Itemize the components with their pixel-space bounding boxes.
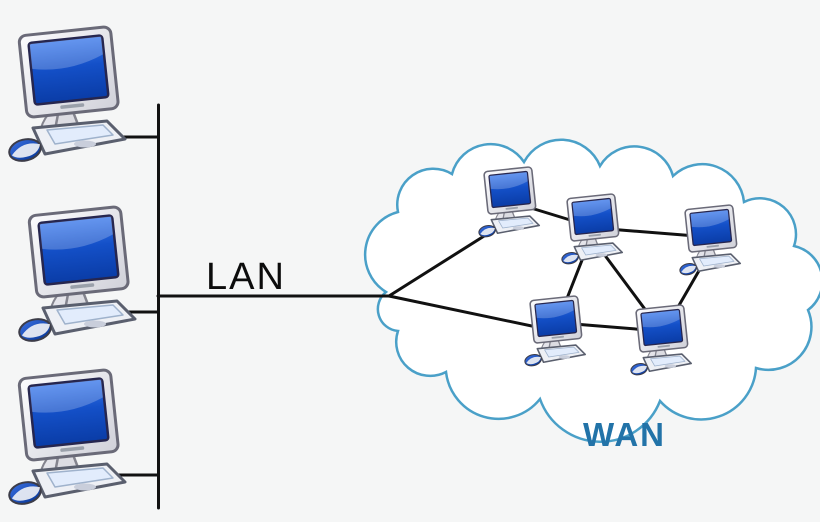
- wan-label: WAN: [583, 416, 666, 453]
- wan-pc2-pc3-link: [606, 227, 698, 238]
- wan-computer-2: [560, 193, 624, 266]
- lan-computer-2: [16, 205, 137, 345]
- wan-computer-5: [629, 304, 693, 377]
- wan-pc4-pc5-link: [572, 322, 650, 332]
- lan-computer-1: [6, 25, 127, 165]
- wan-entry-pc4-link: [387, 294, 548, 331]
- wan-pc2-pc5-link: [596, 244, 652, 318]
- wan-computer-4: [523, 295, 587, 368]
- wan-computer-3: [678, 204, 742, 277]
- lan-label: LAN: [206, 256, 286, 298]
- wan-entry-pc1-link: [387, 224, 502, 298]
- wan-computer-1: [477, 166, 541, 239]
- lan-computer-3: [6, 368, 127, 508]
- wan-cloud: [363, 138, 820, 443]
